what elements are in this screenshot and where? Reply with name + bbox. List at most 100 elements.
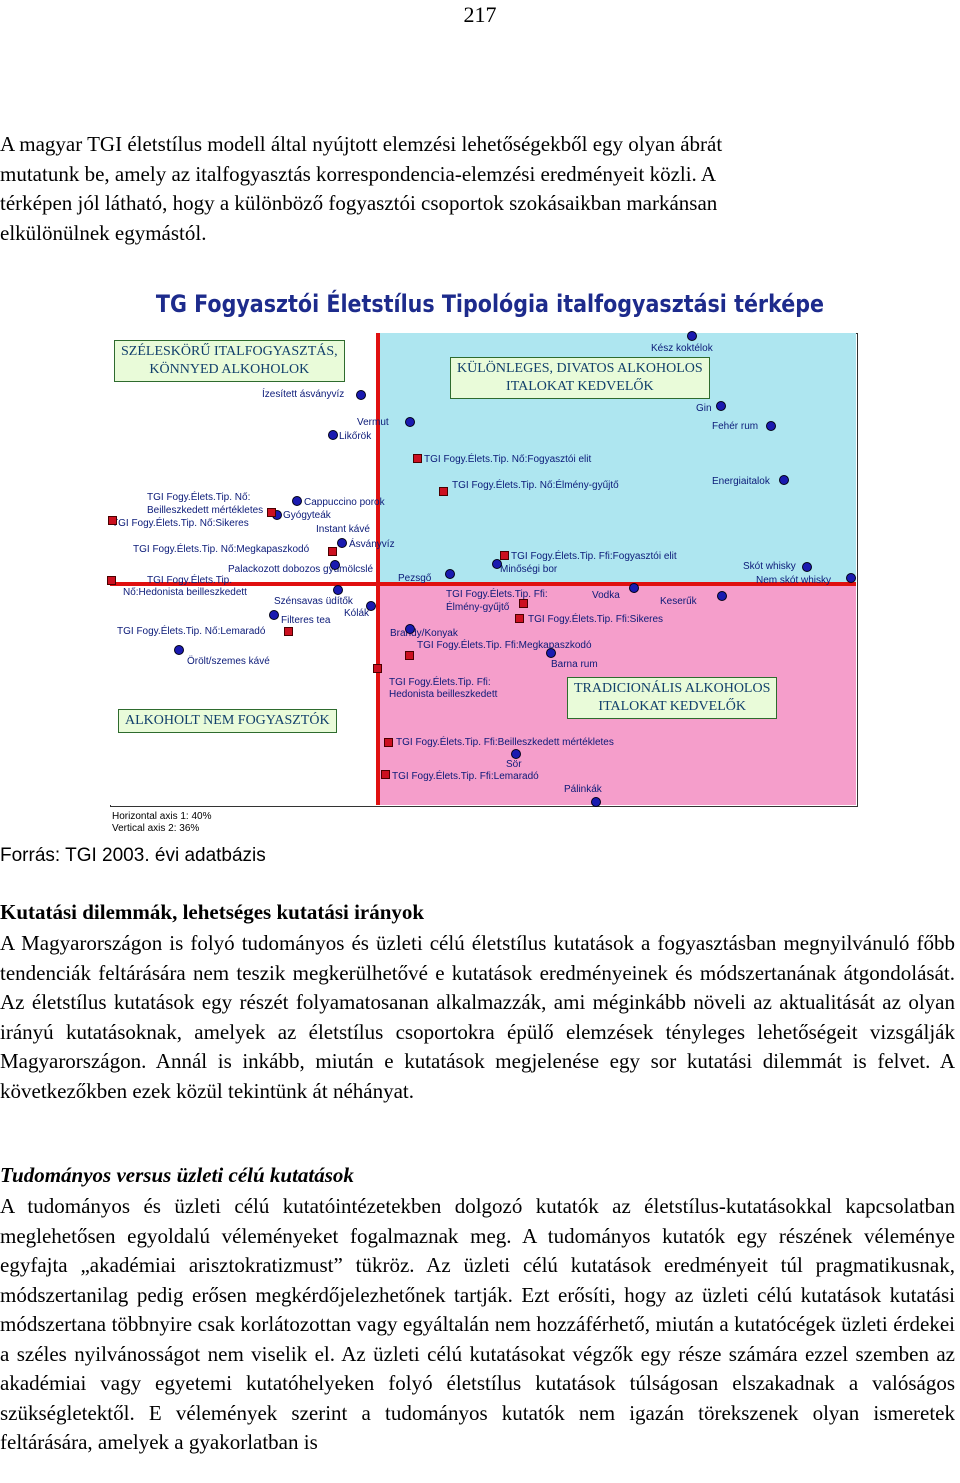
product-label: Vodka: [592, 590, 620, 601]
product-marker: [846, 573, 856, 583]
segment-label: TGI Fogy.Élets.Tip.: [147, 575, 233, 586]
product-label: Likőrök: [339, 431, 372, 442]
segment-marker: [284, 627, 293, 636]
product-marker: [717, 591, 727, 601]
segment-marker: [405, 651, 414, 660]
product-label: Szénsavas üdítők: [274, 596, 353, 607]
product-marker: [269, 610, 279, 620]
product-label: Gin: [696, 403, 712, 414]
segment-label: Beilleszkedett mértékletes: [147, 505, 264, 516]
product-label: Skót whisky: [743, 561, 796, 572]
segment-label: TGI Fogy.Élets.Tip. Ffi:Fogyasztói elit: [511, 551, 677, 562]
product-label: Pezsgő: [398, 573, 432, 584]
product-label: Vermut: [357, 417, 389, 428]
product-label: Filteres tea: [281, 615, 331, 626]
product-label: Keserűk: [660, 596, 697, 607]
segment-marker: [267, 508, 276, 517]
axis-note-vertical: Vertical axis 2: 36%: [112, 823, 200, 834]
product-label: Sör: [506, 759, 522, 770]
figure-source: Forrás: TGI 2003. évi adatbázis: [0, 845, 266, 866]
vertical-axis: [376, 333, 380, 805]
product-marker: [405, 417, 415, 427]
product-label: Energiaitalok: [712, 476, 770, 487]
product-label: Palackozott dobozos gyümölcslé: [228, 564, 374, 575]
segment-label: TGI Fogy.Élets.Tip. Ffi:: [446, 589, 548, 600]
map-title: TG Fogyasztói Életstílus Tipológia italf…: [155, 290, 825, 318]
segment-label: Élmény-gyűjtő: [446, 602, 510, 613]
product-marker: [445, 569, 455, 579]
intro-line: A magyar TGI életstílus modell által nyú…: [0, 132, 723, 156]
product-marker: [511, 749, 521, 759]
product-label: Instant kávé: [316, 524, 370, 535]
product-label: Ízesített ásványvíz: [262, 389, 345, 400]
product-marker: [405, 624, 415, 634]
product-marker: [716, 401, 726, 411]
product-marker: [330, 560, 340, 570]
segment-marker: [384, 738, 393, 747]
product-label: Barna rum: [551, 659, 598, 670]
product-label: Cappuccino porok: [304, 497, 385, 508]
product-label: Ásványvíz: [349, 539, 395, 550]
product-marker: [687, 331, 697, 341]
product-marker: [328, 430, 338, 440]
segment-marker: [328, 547, 337, 556]
segment-label: TGI Fogy.Élets.Tip. Ffi:Sikeres: [528, 614, 664, 625]
segment-label: TGI Fogy.Élets.Tip. Nő:Sikeres: [112, 518, 249, 529]
product-label: Minőségi bor: [500, 564, 558, 575]
intro-paragraph: A magyar TGI életstílus modell által nyú…: [0, 130, 955, 248]
segment-label: TGI Fogy.Élets.Tip. Nő:Lemaradó: [117, 626, 266, 637]
product-marker: [492, 559, 502, 569]
product-marker: [591, 797, 601, 807]
product-label: Pálinkák: [564, 784, 602, 795]
segment-label: TGI Fogy.Élets.Tip. Ffi:Lemaradó: [392, 771, 539, 782]
page-number: 217: [463, 2, 497, 27]
quadrant-bottom-left: [110, 584, 378, 805]
product-marker: [356, 390, 366, 400]
product-marker: [333, 585, 343, 595]
product-marker: [629, 583, 639, 593]
section-heading: Kutatási dilemmák, lehetséges kutatási i…: [0, 900, 425, 924]
section-paragraph: A Magyarországon is folyó tudományos és …: [0, 931, 955, 1103]
segment-marker: [500, 551, 509, 560]
segment-marker: [439, 487, 448, 496]
product-label: Gyógyteák: [283, 510, 331, 521]
segment-marker: [373, 664, 382, 673]
segment-marker: [413, 454, 422, 463]
subsection-paragraph: A tudományos és üzleti célú kutatóintéze…: [0, 1194, 955, 1454]
segment-label: TGI Fogy.Élets.Tip. Nő:Élmény-gyűjtő: [452, 480, 619, 491]
product-label: Kész koktélok: [651, 343, 713, 354]
horizontal-axis: [110, 582, 856, 586]
intro-line: elkülönülnek egymástól.: [0, 220, 207, 245]
product-marker: [337, 538, 347, 548]
segment-marker: [519, 599, 528, 608]
segment-label: Hedonista beilleszkedett: [389, 689, 498, 700]
segment-marker: [381, 770, 390, 779]
product-label: Örölt/szemes kávé: [187, 656, 270, 667]
segment-marker: [108, 516, 117, 525]
axis-note-horizontal: Horizontal axis 1: 40%: [112, 811, 212, 822]
product-marker: [366, 601, 376, 611]
segment-label: TGI Fogy.Élets.Tip. Ffi:Megkapaszkodó: [417, 640, 592, 651]
product-marker: [766, 421, 776, 431]
segment-marker: [515, 614, 524, 623]
segment-label: TGI Fogy.Élets.Tip. Ffi:Beilleszkedett m…: [396, 737, 614, 748]
subsection-heading: Tudományos versus üzleti célú kutatások: [0, 1163, 354, 1187]
quadrant-label-bottom-left: ALKOHOLT NEM FOGYASZTÓK: [118, 709, 337, 733]
product-marker: [779, 475, 789, 485]
product-label: Kólák: [344, 608, 370, 619]
quadrant-label-top-left: SZÉLESKÖRŰ ITALFOGYASZTÁS,KÖNNYED ALKOHO…: [114, 340, 345, 382]
product-marker: [802, 562, 812, 572]
segment-label: TGI Fogy.Élets.Tip. Nő:Fogyasztói elit: [424, 454, 592, 465]
product-marker: [174, 645, 184, 655]
product-label: Fehér rum: [712, 421, 759, 432]
product-marker: [292, 496, 302, 506]
intro-line: mutatunk be, amely az italfogyasztás kor…: [0, 161, 717, 186]
product-marker: [546, 648, 556, 658]
product-label: Nem skót whisky: [756, 575, 832, 586]
segment-label: Nő:Hedonista beilleszkedett: [123, 587, 247, 598]
segment-label: TGI Fogy.Élets.Tip. Nő:: [147, 492, 251, 503]
segment-marker: [107, 576, 116, 585]
segment-label: TGI Fogy.Élets.Tip. Nő:Megkapaszkodó: [133, 544, 310, 555]
